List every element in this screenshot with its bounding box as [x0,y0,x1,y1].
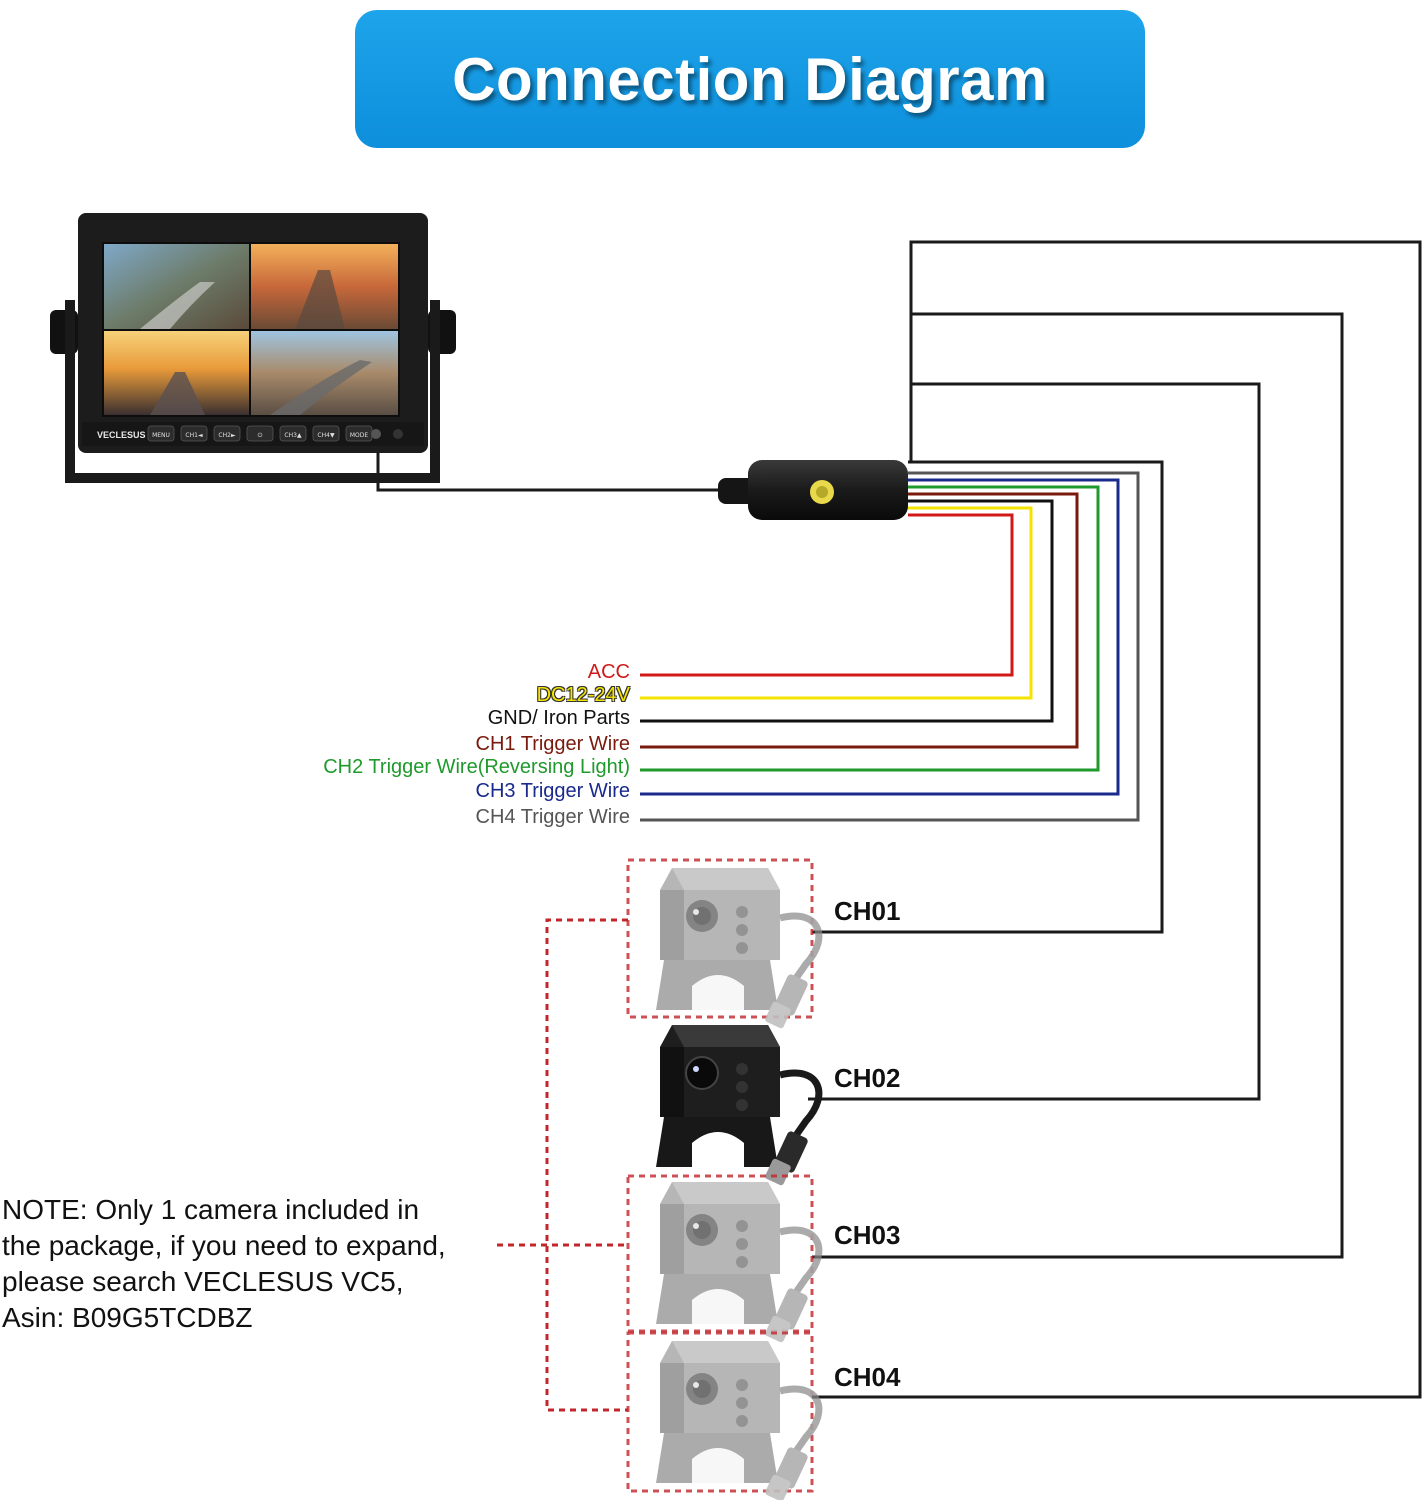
wire-ch1-trigger [640,492,1079,749]
note-line-3: please search VECLESUS VC5, [2,1266,404,1297]
note-bracket [497,918,628,1412]
monitor-button[interactable] [180,425,208,442]
wire-label-dc12-24v: DC12-24V [536,684,630,706]
wire-ch2-trigger [640,485,1100,772]
cable-ch02 [808,382,1261,1101]
monitor-button[interactable] [246,425,274,442]
wire-label-ch4-trigger: CH4 Trigger Wire [475,806,630,828]
note-line-1: NOTE: Only 1 camera included in [2,1194,420,1225]
monitor-button-label: CH2► [218,432,236,439]
monitor-bracket [65,300,440,483]
cable-ch01 [812,460,1164,934]
note-bracket-vertical [545,918,628,1412]
monitor-ir-sensor [371,429,381,439]
monitor-button-label: MODE [350,432,369,439]
page-title: Connection Diagram [452,45,1048,113]
monitor-button-label: CH1◄ [185,432,203,439]
wire-gnd [640,499,1054,723]
note-text: NOTE: Only 1 camera included in the pack… [2,1192,502,1336]
monitor-button[interactable] [279,425,307,442]
monitor-button[interactable] [312,425,340,442]
monitor-led [393,429,403,439]
wire-dc12-24v [640,506,1033,700]
wire-label-ch2-trigger: CH2 Trigger Wire(Reversing Light) [323,756,630,778]
camera-ch04 [626,1331,819,1500]
monitor-cable [376,452,720,492]
monitor-button-label: ⏻ [258,432,263,439]
camera-ch01 [626,858,819,1029]
title-banner: Connection Diagram [355,10,1145,148]
wire-label-ch1-trigger: CH1 Trigger Wire [475,733,630,755]
power-trigger-wires [640,471,1140,822]
monitor-button-label: CH3▲ [284,432,302,439]
cable-ch03 [812,312,1344,1259]
monitor-buttons: MENU CH1◄ CH2► ⏻ CH3▲ CH4▼ MODE [147,425,373,442]
camera-ch02 [656,1025,823,1186]
note-line-2: the package, if you need to expand, [2,1230,446,1261]
wire-label-ch3-trigger: CH3 Trigger Wire [475,780,630,802]
monitor-button-label: CH4▼ [317,432,335,439]
video-cables [808,240,1422,1399]
connector [718,460,908,520]
screen-quad-4 [251,331,398,415]
wire-ch3-trigger [640,478,1120,796]
channel-label-ch04: CH04 [834,1362,901,1392]
wire-acc [640,513,1014,677]
monitor: VECLESUS MENU CH1◄ CH2► ⏻ CH3▲ CH4▼ MODE [50,213,720,492]
camera-ch03 [626,1174,819,1343]
monitor-brand: VECLESUS [97,430,146,440]
wire-label-gnd: GND/ Iron Parts [487,707,630,729]
channel-label-ch03: CH03 [834,1220,901,1250]
cameras [626,858,823,1500]
wire-label-acc: ACC [587,661,630,683]
channel-label-ch02: CH02 [834,1063,901,1093]
channel-label-ch01: CH01 [834,896,901,926]
monitor-button[interactable] [147,425,175,442]
monitor-button[interactable] [213,425,241,442]
wire-ch4-trigger [640,471,1140,822]
monitor-button-label: MENU [152,432,170,439]
note-line-4: Asin: B09G5TCDBZ [2,1302,253,1333]
